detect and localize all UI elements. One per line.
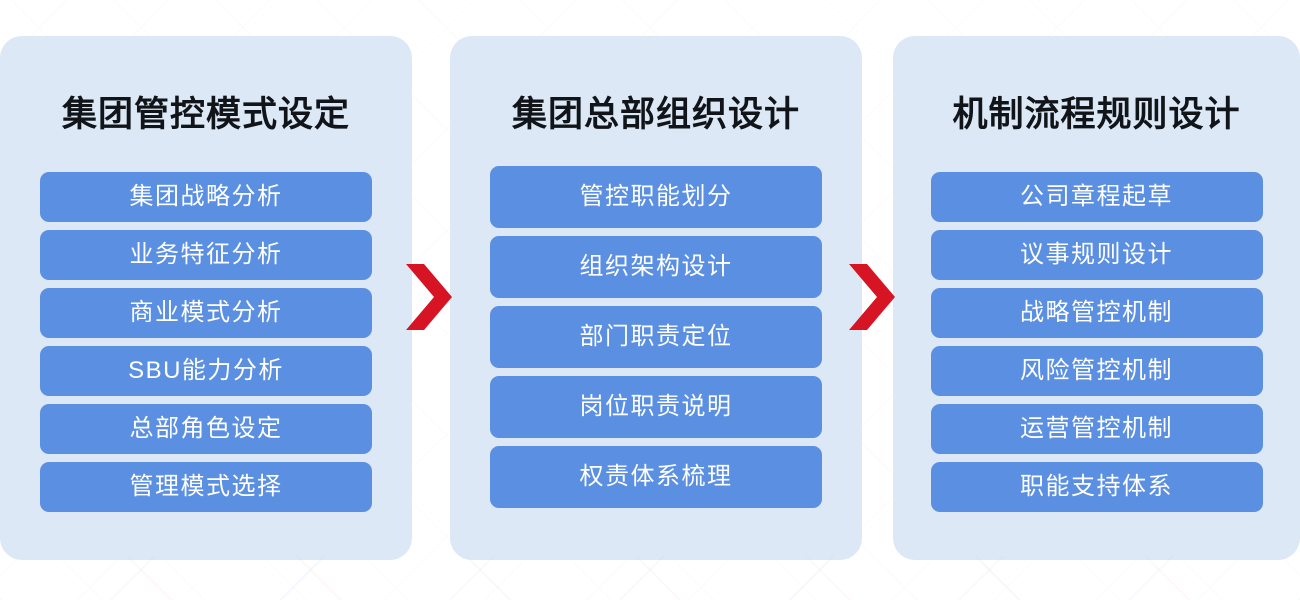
column-1-title: 集团管控模式设定 [61,95,350,134]
column-card-2[interactable]: 集团总部组织设计 管控职能划分 组织架构设计 部门职责定位 岗位职责说明 权责体… [450,36,862,560]
list-item[interactable]: 议事规则设计 [930,230,1263,280]
column-3-item-list: 公司章程起草 议事规则设计 战略管控机制 风险管控机制 运营管控机制 职能支持体… [893,172,1300,520]
list-item[interactable]: 公司章程起草 [930,172,1263,222]
list-item[interactable]: 运营管控机制 [930,404,1263,454]
list-item[interactable]: 岗位职责说明 [490,376,822,438]
list-item[interactable]: 职能支持体系 [930,462,1263,512]
list-item[interactable]: 管控职能划分 [490,166,822,228]
column-1-item-list: 集团战略分析 业务特征分析 商业模式分析 SBU能力分析 总部角色设定 管理模式… [0,172,412,520]
list-item[interactable]: 集团战略分析 [40,172,372,222]
column-2-item-list: 管控职能划分 组织架构设计 部门职责定位 岗位职责说明 权责体系梳理 [450,166,862,516]
list-item[interactable]: 战略管控机制 [930,288,1263,338]
column-card-1[interactable]: 集团管控模式设定 集团战略分析 业务特征分析 商业模式分析 SBU能力分析 总部… [0,36,412,560]
list-item[interactable]: 管理模式选择 [40,462,372,512]
list-item[interactable]: SBU能力分析 [40,346,372,396]
chevron-right-icon [849,264,895,330]
list-item[interactable]: 业务特征分析 [40,230,372,280]
list-item[interactable]: 权责体系梳理 [490,446,822,508]
list-item[interactable]: 风险管控机制 [930,346,1263,396]
list-item[interactable]: 部门职责定位 [490,306,822,368]
column-2-title: 集团总部组织设计 [511,95,800,134]
list-item[interactable]: 商业模式分析 [40,288,372,338]
column-card-3[interactable]: 机制流程规则设计 公司章程起草 议事规则设计 战略管控机制 风险管控机制 运营管… [893,36,1300,560]
column-3-title: 机制流程规则设计 [952,95,1241,134]
list-item[interactable]: 总部角色设定 [40,404,372,454]
list-item[interactable]: 组织架构设计 [490,236,822,298]
chevron-right-icon [406,264,452,330]
